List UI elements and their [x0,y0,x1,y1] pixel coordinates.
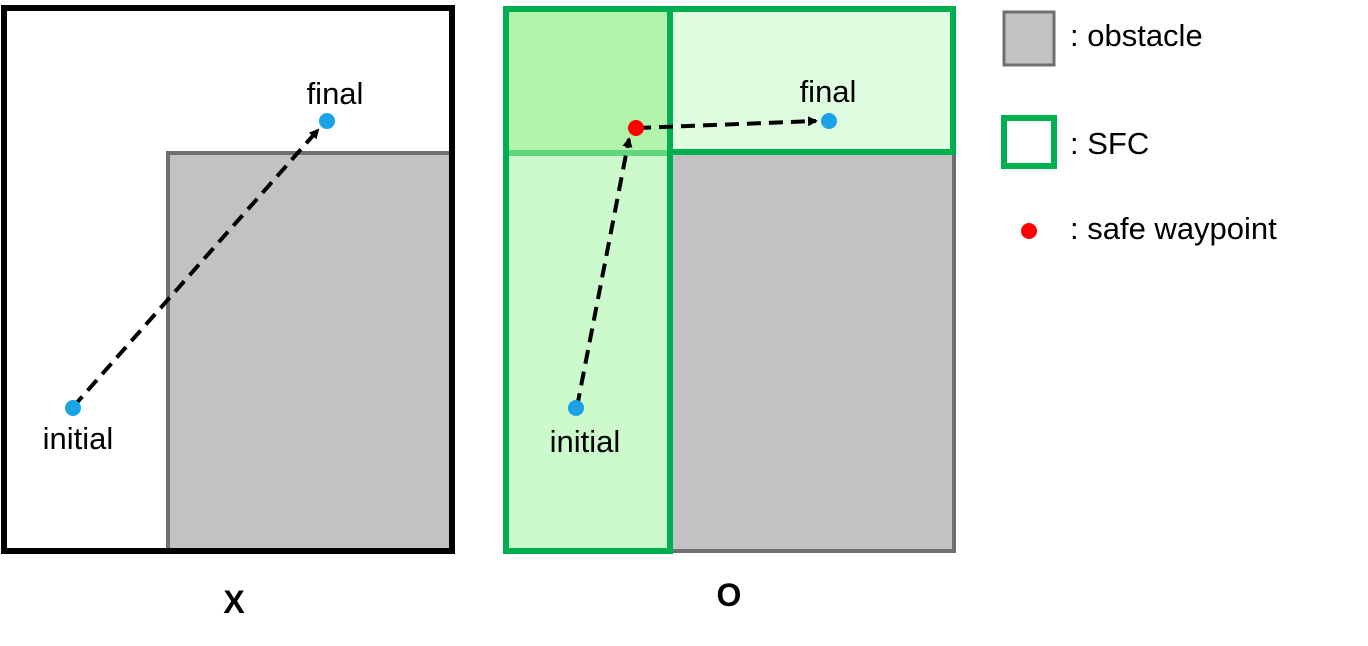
right-final-point [821,113,837,129]
sfc-vertical-outline [503,6,673,554]
right-final-label: final [800,74,857,109]
legend-obstacle-swatch [1002,10,1056,67]
right-initial-label: initial [550,424,621,459]
right-initial-point [568,400,584,416]
legend-sfc-label: : SFC [1070,126,1149,161]
legend-waypoint-label: : safe waypoint [1070,211,1277,246]
right-obstacle [668,150,956,553]
right-safe-waypoint [628,120,644,136]
legend: : obstacle : SFC : safe waypoint [1001,10,1277,246]
left-final-point [319,113,335,129]
left-panel: final initial X [1,5,455,620]
left-obstacle [166,151,454,553]
left-frame [1,5,455,554]
right-panel: final initial O [503,6,956,613]
left-caption: X [223,584,245,620]
left-path-arrow [71,128,320,409]
right-path-arrow-1 [575,137,633,408]
sfc-horizontal-outline [667,6,956,155]
legend-obstacle-label: : obstacle [1070,18,1203,53]
left-initial-point [65,400,81,416]
legend-sfc-swatch [1001,115,1057,169]
left-final-label: final [307,76,364,111]
right-caption: O [717,577,742,613]
legend-waypoint-dot [1021,223,1037,239]
right-path-arrow-2 [636,116,818,130]
left-initial-label: initial [43,421,114,456]
